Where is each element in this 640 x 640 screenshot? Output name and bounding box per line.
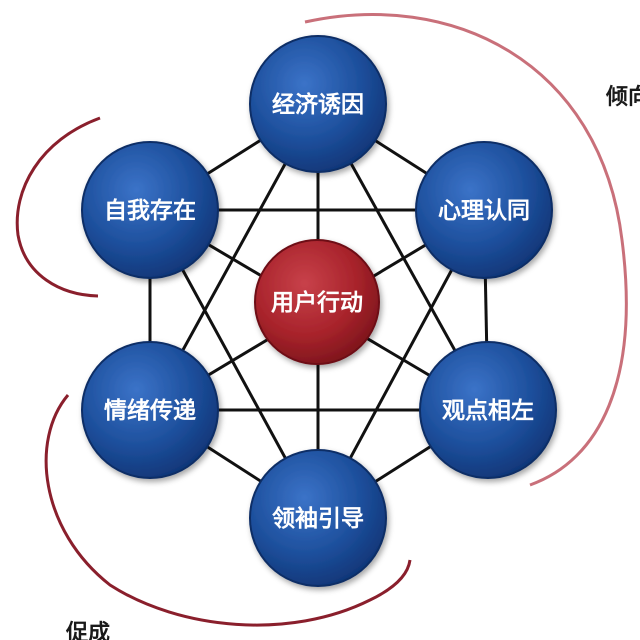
- factor-node: 心理认同: [415, 141, 553, 279]
- factor-node-label: 经济诱因: [272, 91, 364, 118]
- factor-node: 情绪传递: [81, 341, 219, 479]
- center-node-circle: [254, 239, 380, 365]
- side-label-bottom-left: 促成: [65, 621, 110, 640]
- factor-node-circle: [415, 141, 553, 279]
- factor-node-label: 领袖引导: [272, 505, 364, 532]
- factor-node-label: 观点相左: [442, 398, 534, 424]
- factor-node: 经济诱因: [249, 35, 387, 173]
- factor-node-label: 心理认同: [438, 198, 530, 224]
- arc-left: [15, 116, 101, 298]
- factor-node-circle: [81, 141, 219, 279]
- factor-node-label: 情绪传递: [104, 397, 196, 424]
- factor-node: 自我存在: [81, 141, 219, 279]
- factor-node-circle: [81, 341, 219, 479]
- arc-bottom-left: [44, 394, 412, 627]
- factor-node-circle: [249, 35, 387, 173]
- factor-node: 观点相左: [419, 341, 557, 479]
- factor-node-circle: [249, 449, 387, 587]
- arc-top-right: [304, 13, 628, 487]
- center-node: 用户行动: [254, 239, 380, 365]
- factor-node-label: 自我存在: [104, 197, 196, 224]
- factor-node: 领袖引导: [249, 449, 387, 587]
- side-label-top-right: 倾向: [605, 84, 640, 110]
- center-node-label: 用户行动: [271, 289, 363, 316]
- factor-node-circle: [419, 341, 557, 479]
